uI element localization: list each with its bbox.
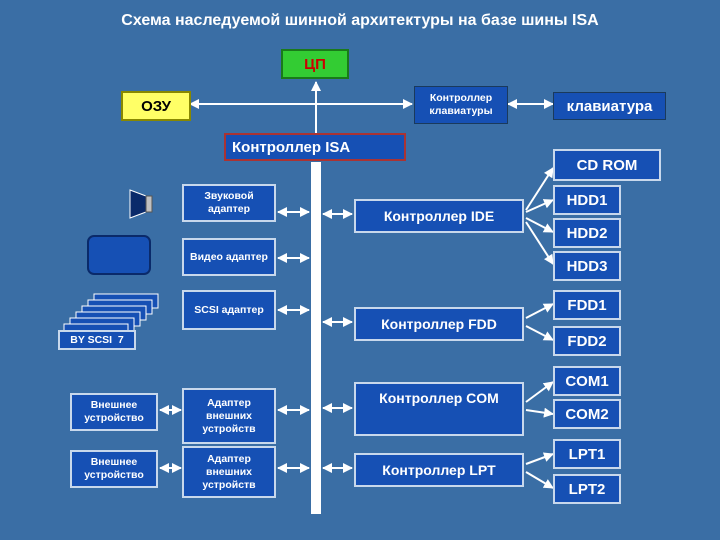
external-device-label-2: Внешнее устройство (84, 456, 144, 481)
keyboard-box: клавиатура (553, 92, 666, 120)
lpt1-link (525, 452, 554, 465)
ide-controller-label: Контроллер IDE (383, 208, 495, 224)
cdrom-label: CD ROM (576, 156, 638, 174)
ext-adapter-label-2: Адаптер внешних устройств (202, 452, 256, 491)
lpt1-box: LPT1 (553, 439, 621, 469)
scsi-adapter-box: SCSI адаптер (182, 290, 276, 330)
hdd1-label: HDD1 (566, 191, 608, 209)
cdrom-link (525, 167, 554, 211)
speaker-icon (129, 189, 153, 219)
ram-box: ОЗУ (121, 91, 191, 121)
com2-box: COM2 (553, 399, 621, 429)
keyboard-controller-box: Контроллер клавиатуры (414, 86, 508, 124)
external-device-label-1: Внешнее устройство (84, 399, 144, 424)
external-device-box-2: Внешнее устройство (70, 450, 158, 488)
fdd-controller-label: Контроллер FDD (381, 316, 497, 332)
video-adapter-label: Видео адаптер (190, 250, 268, 263)
cpu-label: ЦП (304, 55, 326, 73)
lpt2-link (525, 471, 554, 489)
fdd2-box: FDD2 (553, 326, 621, 356)
com2-label: COM2 (565, 405, 609, 423)
ram-label: ОЗУ (141, 97, 171, 115)
com1-link (525, 381, 554, 403)
com1-label: COM1 (565, 372, 609, 390)
keyboard-controller-label: Контроллер клавиатуры (429, 92, 493, 117)
hdd2-label: HDD2 (566, 224, 608, 242)
scsi-chain-label-box: BY SCSI 7 (58, 330, 136, 350)
hdd3-box: HDD3 (553, 251, 621, 281)
ext-adapter-box-2: Адаптер внешних устройств (182, 446, 276, 498)
isa-bus (311, 162, 321, 514)
lpt-controller-box: Контроллер LPT (354, 453, 524, 487)
hdd2-box: HDD2 (553, 218, 621, 248)
external-device-box-1: Внешнее устройство (70, 393, 158, 431)
lpt2-box: LPT2 (553, 474, 621, 504)
com2-link (525, 407, 554, 418)
sound-adapter-box: Звуковой адаптер (182, 184, 276, 222)
lpt-controller-label: Контроллер LPT (382, 462, 496, 478)
hdd3-label: HDD3 (566, 257, 608, 275)
isa-controller-label: Контроллер ISA (232, 138, 351, 156)
keyboard-label: клавиатура (566, 97, 653, 115)
hdd3-link (525, 221, 554, 265)
fdd1-box: FDD1 (553, 290, 621, 320)
cpu-box: ЦП (281, 49, 349, 79)
com-controller-box: Контроллер COM (354, 382, 524, 436)
scsi-chain-label: BY SCSI 7 (70, 333, 124, 346)
fdd1-label: FDD1 (567, 296, 607, 314)
lpt1-label: LPT1 (568, 445, 606, 463)
scsi-adapter-label: SCSI адаптер (194, 303, 264, 316)
ext-adapter-label-1: Адаптер внешних устройств (202, 396, 256, 435)
isa-controller-box: Контроллер ISA (224, 133, 406, 161)
hdd1-box: HDD1 (553, 185, 621, 215)
fdd2-label: FDD2 (567, 332, 607, 350)
com1-box: COM1 (553, 366, 621, 396)
monitor-icon (87, 235, 151, 275)
lpt2-label: LPT2 (568, 480, 606, 498)
hdd2-link (525, 217, 554, 233)
fdd-controller-box: Контроллер FDD (354, 307, 524, 341)
ext-adapter-box-1: Адаптер внешних устройств (182, 388, 276, 444)
video-adapter-box: Видео адаптер (182, 238, 276, 276)
hdd1-link (525, 199, 554, 213)
cdrom-box: CD ROM (553, 149, 661, 181)
diagram-title: Схема наследуемой шинной архитектуры на … (121, 12, 599, 29)
com-controller-label: Контроллер COM (379, 390, 499, 406)
fdd1-link (525, 303, 554, 319)
fdd2-link (525, 325, 554, 341)
ide-controller-box: Контроллер IDE (354, 199, 524, 233)
sound-adapter-label: Звуковой адаптер (204, 190, 254, 215)
